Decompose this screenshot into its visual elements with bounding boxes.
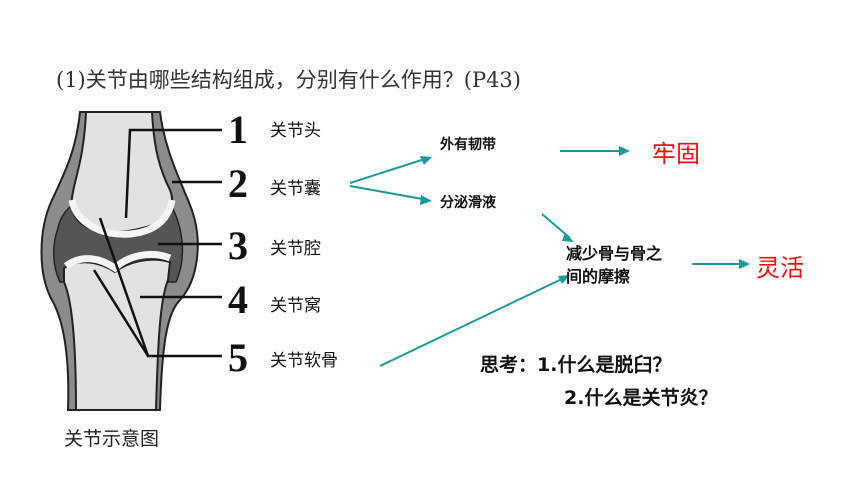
pointer-1 (124, 128, 222, 219)
arrowhead-friction-top (562, 233, 574, 242)
number-1: 1 (228, 107, 248, 152)
number-2: 2 (228, 161, 248, 206)
diagram-caption: 关节示意图 (64, 428, 160, 450)
arrow-to-synovial (349, 185, 429, 201)
arrowhead-firm (619, 146, 630, 156)
reduce-friction-line1: 减少骨与骨之 (566, 244, 663, 263)
pointer-5b (92, 269, 150, 357)
think-question-1: 思考：1.什么是脱臼？ (480, 354, 672, 376)
arrow-cartilage-to-friction (379, 277, 565, 367)
effect-flexible: 灵活 (756, 254, 804, 282)
ligament-label: 外有韧带 (440, 137, 496, 153)
arrow-to-ligament (349, 157, 429, 184)
label-joint-fossa: 关节窝 (270, 296, 321, 316)
label-joint-head: 关节头 (270, 121, 321, 141)
label-joint-cartilage: 关节软骨 (270, 351, 338, 371)
think-question-2: 2.什么是关节炎？ (564, 387, 718, 409)
number-4: 4 (228, 277, 248, 322)
effect-firm: 牢固 (652, 140, 700, 168)
arrowhead-ligament (420, 156, 432, 165)
label-joint-capsule: 关节囊 (270, 179, 321, 199)
reduce-friction-line2: 间的摩擦 (566, 267, 631, 286)
question-heading: (1)关节由哪些结构组成，分别有什么作用？(P43) (56, 68, 521, 92)
arrowhead-friction-bottom (558, 275, 570, 284)
label-joint-cavity: 关节腔 (270, 239, 321, 259)
synovial-fluid-label: 分泌滑液 (440, 195, 496, 211)
arrowhead-synovial (420, 195, 432, 205)
upper-cartilage (68, 199, 176, 238)
number-3: 3 (228, 223, 248, 268)
arrowhead-flexible (739, 259, 750, 269)
lower-cartilage (63, 250, 172, 273)
lower-bone (63, 258, 172, 411)
number-5: 5 (228, 335, 248, 380)
